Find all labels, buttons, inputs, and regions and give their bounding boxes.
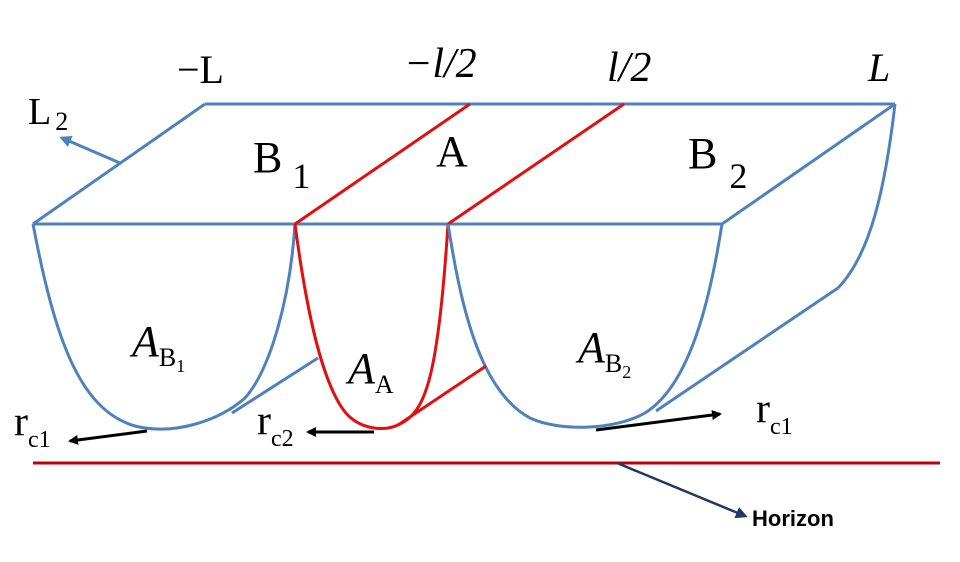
label-area-B1: AB1 bbox=[129, 317, 185, 376]
label-rc2: rc2 bbox=[257, 398, 294, 452]
area-B2-base: A bbox=[575, 323, 606, 372]
rc1-left-base: r bbox=[14, 399, 28, 445]
area-B2-subsub: 2 bbox=[622, 362, 631, 382]
area-B2-sub: B bbox=[605, 349, 622, 378]
area-A-base: A bbox=[345, 344, 376, 393]
label-horizon: Horizon bbox=[752, 506, 834, 531]
top-right-edge bbox=[721, 102, 896, 226]
label-area-B2: AB2 bbox=[575, 323, 631, 382]
label-area-A: AA bbox=[345, 344, 394, 399]
label-L2-base: L bbox=[28, 91, 51, 133]
cross-section-A bbox=[293, 223, 450, 430]
rc2-base: r bbox=[257, 398, 271, 444]
rc1-left-sub: c1 bbox=[28, 427, 51, 453]
bottom-edge-B1 bbox=[231, 356, 319, 415]
cross-section-B2 bbox=[446, 223, 724, 429]
label-rc1-left: rc1 bbox=[14, 399, 51, 453]
label-B1-base: B bbox=[253, 133, 282, 182]
bottom-edge-A bbox=[397, 364, 487, 427]
depth-arrow bbox=[59, 136, 121, 165]
right-back-profile bbox=[836, 103, 897, 290]
cross-section-B1 bbox=[31, 223, 297, 431]
label-L2-sub: 2 bbox=[55, 107, 68, 136]
area-A-sub: A bbox=[375, 370, 394, 399]
area-B1-base: A bbox=[129, 317, 160, 366]
label-l-half: l/2 bbox=[607, 45, 651, 91]
divider-minus-l-half bbox=[294, 102, 471, 226]
label-minus-L: −L bbox=[177, 47, 224, 92]
rc2-sub: c2 bbox=[271, 426, 294, 452]
rc1-right-arrow bbox=[595, 410, 722, 432]
label-minus-l-half: −l/2 bbox=[404, 41, 477, 87]
label-B2-sub: 2 bbox=[729, 156, 747, 196]
rc1-right-sub: c1 bbox=[770, 414, 793, 440]
label-L: L bbox=[867, 45, 890, 90]
rc1-right-base: r bbox=[756, 386, 770, 432]
label-B1-sub: 1 bbox=[292, 156, 310, 196]
label-A: A bbox=[436, 127, 468, 176]
rc1-left-arrow bbox=[68, 429, 148, 445]
divider-l-half bbox=[447, 102, 625, 226]
bottom-edge-B2 bbox=[655, 286, 839, 413]
label-B2-base: B bbox=[688, 129, 717, 178]
label-rc1-right: rc1 bbox=[756, 386, 793, 440]
horizon-arrow bbox=[616, 461, 748, 519]
area-B1-sub: B bbox=[159, 343, 176, 372]
area-B1-subsub: 1 bbox=[176, 356, 185, 376]
